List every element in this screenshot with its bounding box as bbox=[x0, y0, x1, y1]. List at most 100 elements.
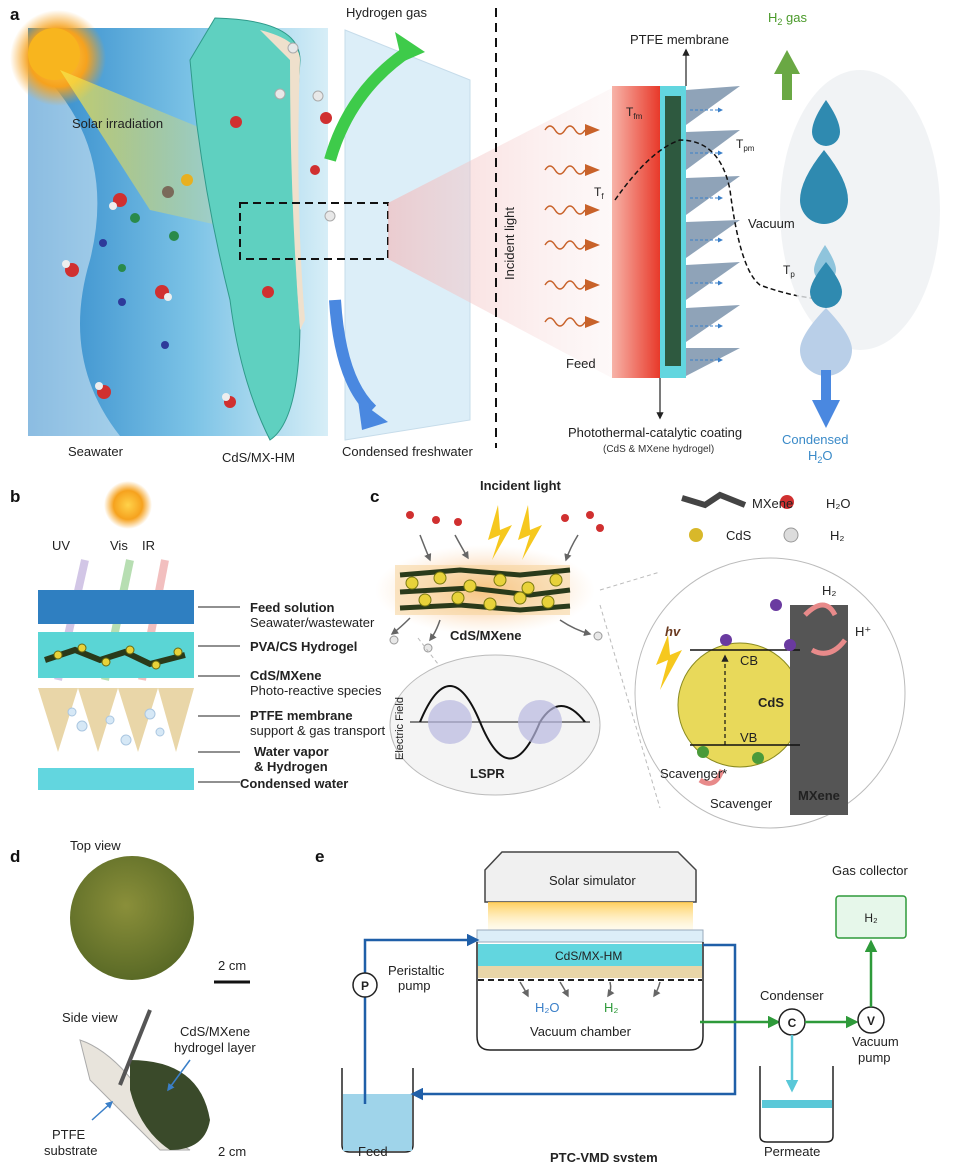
scavenger-label: Scavenger bbox=[710, 796, 773, 811]
hydrogen-bubbles bbox=[274, 42, 336, 222]
h2-evolution-arrow bbox=[803, 602, 838, 617]
electron-3 bbox=[784, 639, 796, 651]
condensed-freshwater-label: Condensed freshwater bbox=[342, 444, 473, 459]
gas-collector-label: Gas collector bbox=[832, 863, 909, 878]
t-fm-label: Tfm bbox=[626, 105, 643, 121]
temperature-profile bbox=[614, 139, 841, 301]
ptfe-support-b bbox=[38, 688, 194, 752]
panel-d: d Top view 2 cm Side view CdS/MXene hydr… bbox=[10, 838, 256, 1159]
band-zoom-line-2 bbox=[599, 604, 661, 809]
pump-p-label: P bbox=[361, 979, 369, 993]
h2-label-c: H₂ bbox=[822, 583, 836, 598]
layer-vapor-title: Water vapor bbox=[254, 744, 329, 759]
feed-label: Feed bbox=[566, 356, 596, 371]
incident-light-label-c: Incident light bbox=[480, 478, 562, 493]
layer-feed-title: Feed solution bbox=[250, 600, 335, 615]
legend-cds-label: CdS bbox=[726, 528, 752, 543]
freshwater-arrow bbox=[329, 299, 377, 415]
layer-hydrogen-title: & Hydrogen bbox=[254, 759, 328, 774]
layer-cdsmxene-sub: Photo-reactive species bbox=[250, 683, 382, 698]
top-view-label: Top view bbox=[70, 838, 121, 853]
solar-irradiation-label: Solar irradiation bbox=[72, 116, 163, 131]
ptfe-label-1: PTFE bbox=[52, 1127, 86, 1142]
coating-label: Photothermal-catalytic coating bbox=[568, 425, 742, 440]
layer-hydrogel-title: PVA/CS Hydrogel bbox=[250, 639, 357, 654]
scale-top-label: 2 cm bbox=[218, 958, 246, 973]
feed-heated-layer bbox=[612, 86, 660, 378]
sun-core bbox=[28, 28, 80, 80]
vb-label: VB bbox=[740, 730, 757, 745]
panel-a-label: a bbox=[10, 5, 20, 24]
h2-label-e: H₂ bbox=[604, 1000, 618, 1015]
h2-up-arrowhead bbox=[774, 50, 800, 74]
cds-mxene-label: CdS/MXene bbox=[450, 628, 522, 643]
water-molecules bbox=[62, 112, 332, 408]
scavenger-star-label: Scavenger* bbox=[660, 766, 727, 781]
ion-particles bbox=[99, 174, 193, 349]
legend-h2-icon bbox=[783, 527, 799, 543]
condensed-down-arrowhead bbox=[812, 400, 840, 428]
hydrogel-layer-photo bbox=[130, 1060, 210, 1150]
permeate-tank bbox=[759, 1066, 834, 1143]
hv-label: hv bbox=[665, 624, 681, 639]
lightning-icon-1 bbox=[488, 505, 512, 560]
ptfe-membrane-label: PTFE membrane bbox=[630, 32, 729, 47]
lspr-particle-1 bbox=[428, 700, 472, 744]
legend-h2o-icon bbox=[780, 495, 794, 509]
incident-light-label: Incident light bbox=[502, 207, 517, 280]
ir-label: IR bbox=[142, 538, 155, 553]
ptfe-pointer bbox=[91, 1100, 114, 1121]
seawater-foam bbox=[28, 60, 120, 436]
side-view-label: Side view bbox=[62, 1010, 118, 1025]
vis-label: Vis bbox=[110, 538, 128, 553]
condenser-c-label: C bbox=[788, 1016, 797, 1030]
permeate-arrows bbox=[519, 981, 661, 998]
condensed-drops bbox=[780, 70, 940, 376]
electron-1 bbox=[720, 634, 732, 646]
mxene-label: MXene bbox=[798, 788, 840, 803]
panel-c: c bbox=[370, 478, 906, 829]
ptfe-label-2: substrate bbox=[44, 1143, 97, 1158]
layer-ptfe-sub: support & gas transport bbox=[250, 723, 386, 738]
layer-ptfe-title: PTFE membrane bbox=[250, 708, 353, 723]
vacuum-chamber bbox=[476, 942, 704, 1051]
system-label: PTC-VMD system bbox=[550, 1150, 658, 1162]
band-zoom-line-1 bbox=[599, 571, 661, 591]
vacuum-label: Vacuum bbox=[748, 216, 795, 231]
tweezers bbox=[118, 1009, 152, 1086]
peristaltic-label-2: pump bbox=[398, 978, 431, 993]
hydrogen-gas-arrow bbox=[324, 45, 414, 162]
peristaltic-label-1: Peristaltic bbox=[388, 963, 445, 978]
h-plus-arrow bbox=[810, 638, 847, 656]
condensed-label: Condensed bbox=[782, 432, 849, 447]
legend-h2-label: H₂ bbox=[830, 528, 844, 543]
cds-label: CdS bbox=[758, 695, 784, 710]
legend-cds-icon bbox=[689, 528, 703, 542]
panel-e-label: e bbox=[315, 847, 324, 866]
vacuum-pump-v-label: V bbox=[867, 1014, 875, 1028]
panel-b: b UV Vis IR Feed solution Seawater/wa bbox=[10, 481, 386, 791]
hydrogen-gas-arrowhead bbox=[395, 32, 425, 62]
t-pm-label: Tpm bbox=[736, 137, 755, 153]
legend-mxene-icon bbox=[681, 491, 747, 509]
h2-gas-label: H2 gas bbox=[768, 10, 807, 27]
sun-icon-b bbox=[104, 481, 152, 529]
permeate-water bbox=[762, 1100, 832, 1108]
membrane-support bbox=[478, 966, 702, 978]
peristaltic-pump[interactable] bbox=[352, 972, 378, 998]
seawater-label: Seawater bbox=[68, 444, 124, 459]
panel-d-label: d bbox=[10, 847, 20, 866]
feed-tank bbox=[341, 1068, 414, 1153]
membrane-label-e: CdS/MX-HM bbox=[555, 949, 622, 963]
electric-field-label: Electric Field bbox=[394, 697, 406, 760]
gas-collector bbox=[835, 895, 907, 939]
feed-tank-water bbox=[343, 1094, 412, 1151]
panel-b-label: b bbox=[10, 487, 20, 506]
hydrogen-gas-label: Hydrogen gas bbox=[346, 5, 427, 20]
solar-simulator-label: Solar simulator bbox=[549, 873, 636, 888]
vacuum-pump-label-2: pump bbox=[858, 1050, 891, 1065]
hydrogel-label-1: CdS/MXene bbox=[180, 1024, 250, 1039]
scale-side-label: 2 cm bbox=[218, 1144, 246, 1159]
hole-1 bbox=[697, 746, 709, 758]
